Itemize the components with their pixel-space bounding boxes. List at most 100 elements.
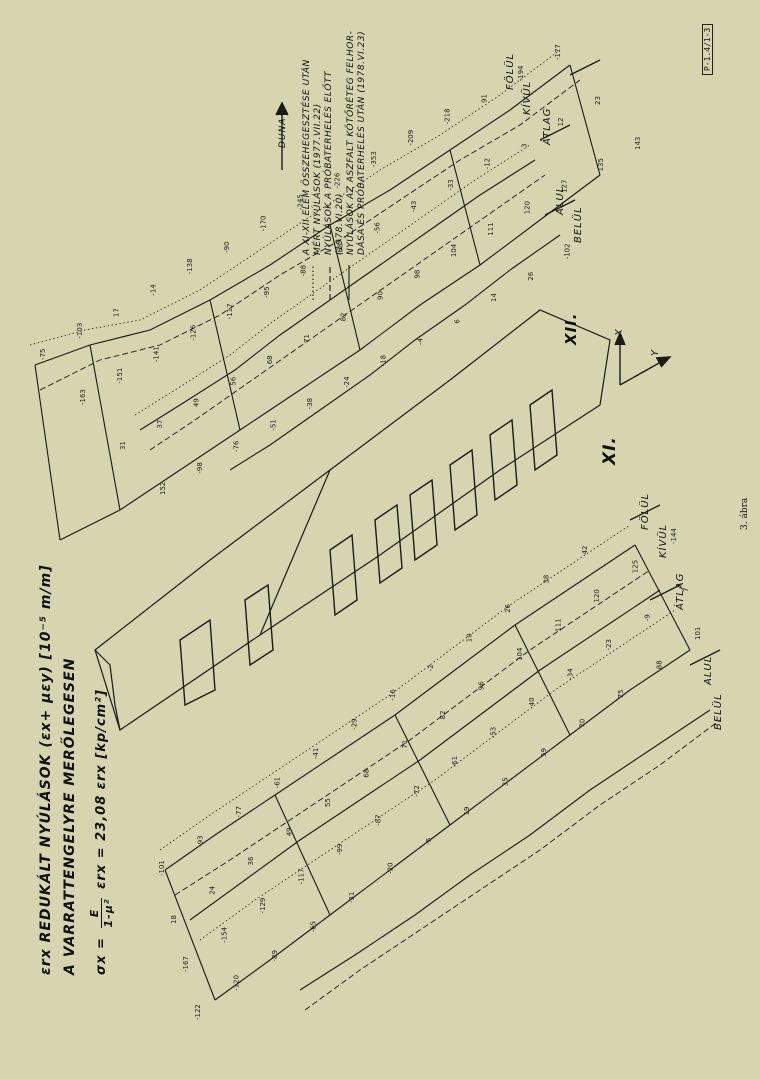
lower-value-label: 7 xyxy=(682,588,690,592)
lower-value-label: 10 xyxy=(466,633,474,642)
upper-value-label: 3 xyxy=(520,143,528,147)
upper-value-labels: -75-10317-14-138-90-170-245-226-353-209-… xyxy=(39,44,642,495)
lower-value-label: 96 xyxy=(478,681,486,690)
title-line-3: σx = E 1-μ² εrx = 23,08 εrx [kp/cm²] xyxy=(88,689,115,975)
lower-value-label: -167 xyxy=(182,956,190,972)
lower-value-label: -65 xyxy=(309,921,317,932)
upper-value-label: 120 xyxy=(524,201,532,214)
lower-value-label: -9 xyxy=(644,614,652,621)
upper-value-label: -14 xyxy=(149,284,157,296)
lower-value-label: 125 xyxy=(632,560,640,573)
axis-label-x: X xyxy=(614,328,625,336)
lower-value-label: 68 xyxy=(362,769,370,778)
lower-value-label: -20 xyxy=(386,862,394,873)
lower-label-alul: ALUL xyxy=(703,655,714,685)
lower-value-label: 71 xyxy=(401,740,409,749)
upper-value-label: 104 xyxy=(450,243,458,257)
lower-value-label: -2 xyxy=(427,664,435,671)
stiffeners xyxy=(179,388,558,707)
lower-value-label: -41 xyxy=(312,748,320,759)
lower-value-label: -72 xyxy=(413,785,421,796)
upper-value-label: 135 xyxy=(597,158,605,171)
fraction: E 1-μ² xyxy=(88,898,115,928)
lower-value-label: -34 xyxy=(567,668,575,680)
legend-1-line-2: MÉRT NYÚLÁSOK (1977.VII.22) xyxy=(313,103,323,255)
lower-label-folul: FÖLÜL xyxy=(640,492,651,530)
upper-value-label: 31 xyxy=(119,441,127,450)
girder-outline xyxy=(94,309,611,731)
legend-3-line-1: NYÚLÁSOK AZ ASZFALT KÖTŐRÉTEG FELHOR- xyxy=(346,30,356,255)
upper-value-label: -38 xyxy=(306,398,314,409)
lower-value-label: -40 xyxy=(528,697,536,708)
girder-inner-edge xyxy=(259,469,331,636)
upper-value-label: 68 xyxy=(266,355,274,364)
lower-value-label: 88 xyxy=(656,660,664,669)
upper-value-label: -56 xyxy=(373,222,381,234)
duna-arrow-icon xyxy=(275,101,289,170)
upper-label-alul: ALUL xyxy=(555,185,566,215)
upper-value-label: -98 xyxy=(196,462,204,473)
upper-value-label: -4 xyxy=(417,337,425,345)
upper-value-label: -76 xyxy=(233,440,241,452)
upper-value-label: -163 xyxy=(79,389,87,405)
lower-label-belul: BELÜL xyxy=(713,693,724,730)
upper-value-label: 71 xyxy=(303,334,311,343)
upper-value-label: -353 xyxy=(370,151,378,167)
lower-value-label: -120 xyxy=(233,975,241,991)
lower-value-label: -87 xyxy=(374,814,382,825)
lower-value-label: 120 xyxy=(593,589,601,602)
upper-value-label: -95 xyxy=(263,286,271,297)
upper-value-label: -18 xyxy=(380,355,388,366)
lower-value-label: -29 xyxy=(350,718,358,729)
lower-value-label: -89 xyxy=(271,950,279,961)
upper-label-folul: FÖLÜL xyxy=(505,52,516,90)
upper-value-label: -24 xyxy=(343,376,351,388)
upper-value-label: -170 xyxy=(260,216,268,232)
legend-1-line-1: A XI-XII ELEM ÖSSZEHEGESZTÉSE UTÁN xyxy=(302,59,312,255)
upper-value-label: -102 xyxy=(564,243,572,259)
upper-value-label: -138 xyxy=(186,258,194,274)
lower-diagram-dotted xyxy=(159,524,676,941)
lower-value-label: -117 xyxy=(297,868,305,884)
lower-value-label: -31 xyxy=(348,892,356,903)
title-line-1: εrx REDUKÁLT NYÚLÁSOK (εx+ μεy) [10⁻⁵ m/… xyxy=(38,564,54,975)
upper-value-label: -33 xyxy=(447,179,455,190)
lower-value-label: -129 xyxy=(259,898,267,914)
upper-value-label: 23 xyxy=(594,96,602,105)
duna-label: DUNA xyxy=(278,117,288,148)
lower-value-label: -5 xyxy=(425,838,433,845)
upper-value-label: -43 xyxy=(410,201,418,212)
upper-value-label: -51 xyxy=(269,419,277,430)
upper-label-kivul: KÍVÜL xyxy=(522,80,533,115)
lower-value-label: -53 xyxy=(490,727,498,738)
upper-value-label: 17 xyxy=(113,308,121,317)
stamp: P-1.4/1-3 xyxy=(702,23,713,75)
upper-value-label: -245 xyxy=(297,194,305,210)
upper-value-label: 49 xyxy=(193,398,201,407)
lower-value-label: 36 xyxy=(247,856,255,865)
lower-diagram-solid xyxy=(164,544,711,1001)
upper-value-label: 91 xyxy=(480,94,488,103)
lower-value-label: -61 xyxy=(273,777,281,788)
upper-value-label: -141 xyxy=(153,346,161,362)
upper-value-label: 56 xyxy=(229,376,237,385)
lower-value-label: 19 xyxy=(463,806,471,815)
upper-value-label: 90 xyxy=(377,291,385,300)
legend-2-line-1: NYÚLÁSOK A PRÓBATERHELÉS ELŐTT xyxy=(324,71,334,255)
upper-value-label: 82 xyxy=(340,312,348,321)
lower-value-label: 111 xyxy=(555,618,563,631)
upper-value-label: -218 xyxy=(444,108,452,124)
figure-caption: 3. ábra xyxy=(740,497,750,530)
upper-label-atlag: ÁTLAG xyxy=(542,107,553,145)
lower-value-label: -101 xyxy=(158,860,166,876)
upper-value-label: -177 xyxy=(554,44,562,60)
upper-diagram-dotted xyxy=(29,49,561,416)
xy-axes-icon xyxy=(614,331,672,386)
lower-value-label: 101 xyxy=(694,627,702,640)
lower-value-label: -77 xyxy=(235,806,243,817)
upper-value-label: 14 xyxy=(490,293,498,302)
formula-rhs: εrx = 23,08 εrx [kp/cm²] xyxy=(94,689,109,889)
upper-value-label: 6 xyxy=(453,319,461,324)
fraction-numerator: E xyxy=(88,898,102,928)
